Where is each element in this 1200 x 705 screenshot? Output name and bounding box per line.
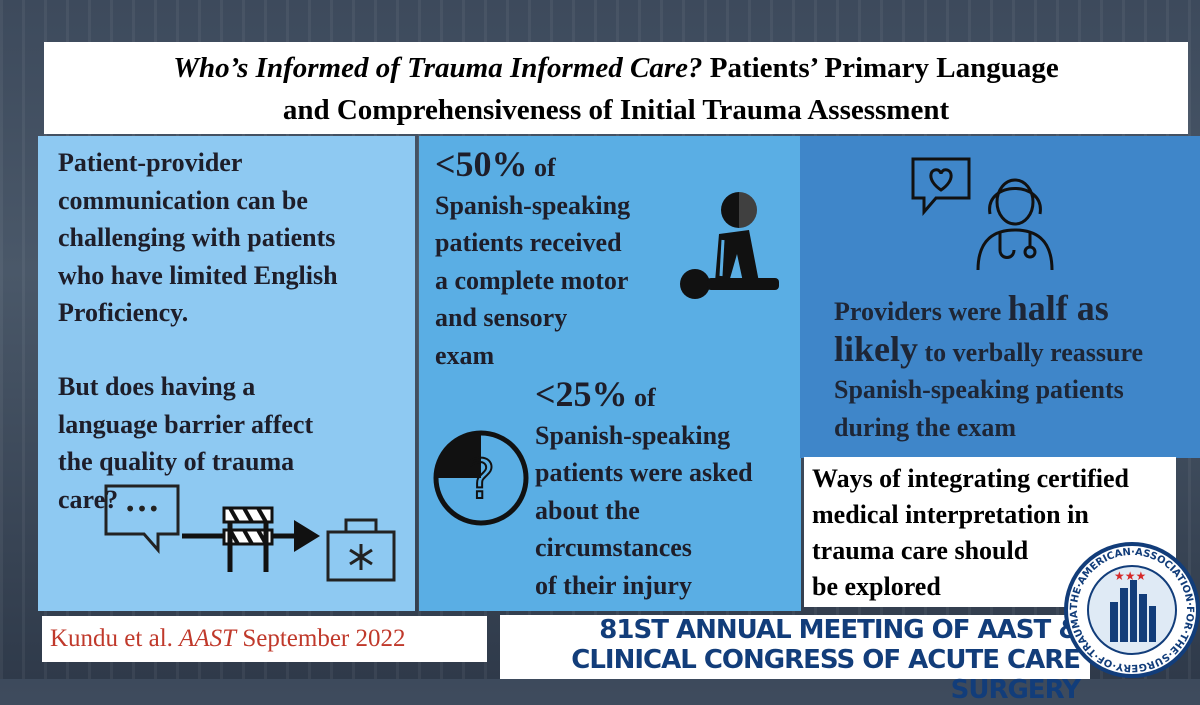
- aast-seal-icon: ★★★ THE·AMERICAN·ASSOCIATION·FOR·THE·SUR…: [1064, 542, 1200, 678]
- reassure-b: to verbally reassure: [918, 337, 1144, 367]
- stat-circumstances-line: of their injury: [535, 570, 692, 600]
- intro-line: who have limited English: [58, 260, 338, 290]
- reassure-line: Spanish-speaking patients: [834, 375, 1124, 404]
- chat-bubble-icon: •••: [104, 484, 180, 554]
- stat-exam-value: <50%: [435, 144, 528, 184]
- reassure-half-as: half as: [1007, 288, 1109, 328]
- title-rest: Patients’ Primary Language: [702, 52, 1059, 84]
- question-line: But does having a: [58, 372, 256, 401]
- stat-circumstances-value: <25%: [535, 374, 628, 414]
- question-line: the quality of trauma: [58, 447, 295, 476]
- title-line2: and Comprehensiveness of Initial Trauma …: [282, 94, 950, 126]
- citation-journal: AAST: [179, 625, 237, 652]
- middle-panel: <50% of Spanish-speaking patients receiv…: [419, 136, 801, 611]
- intro-line: Patient-provider: [58, 148, 243, 177]
- stat-exam-line: exam: [435, 340, 495, 370]
- meeting-line1: 81ST ANNUAL MEETING OF AAST &: [599, 615, 1081, 645]
- question-circle-icon: ?: [433, 430, 529, 526]
- intro-paragraph: Patient-provider communication can be ch…: [58, 144, 338, 332]
- meeting-banner: 81ST ANNUAL MEETING OF AAST & CLINICAL C…: [500, 615, 1090, 705]
- intro-line: challenging with patients: [58, 223, 336, 252]
- stat-exam-line: patients received: [435, 228, 622, 257]
- intro-line: Proficiency.: [58, 298, 189, 327]
- stat-exam-line: and sensory: [435, 303, 568, 332]
- stat-circumstances-of: of: [634, 383, 656, 412]
- left-panel: Patient-provider communication can be ch…: [38, 136, 415, 611]
- stat-circumstances-line: patients were asked: [535, 458, 753, 487]
- reassure-likely: likely: [834, 328, 919, 369]
- page-title: Who’s Informed of Trauma Informed Care? …: [44, 42, 1188, 134]
- cpr-icon: [680, 192, 779, 299]
- roadblock-arrow-icon: [182, 506, 320, 572]
- question-mark: ?: [467, 448, 496, 511]
- stat-circumstances-line: about the: [535, 495, 640, 525]
- stat-exam-of: of: [534, 153, 556, 182]
- reassure-block: Providers were half as likely to verball…: [834, 288, 1144, 446]
- conclusion-line: Ways of integrating certified: [812, 464, 1129, 493]
- question-paragraph: But does having a language barrier affec…: [58, 368, 313, 518]
- conclusion-text: Ways of integrating certified medical in…: [812, 461, 1129, 605]
- reassure-a: Providers were: [834, 297, 1008, 326]
- stat-circumstances-block: <25% of Spanish-speaking patients were a…: [535, 374, 753, 604]
- meeting-line2: CLINICAL CONGRESS OF ACUTE CARE SURGERY: [571, 645, 1081, 705]
- stat-circumstances-line: circumstances: [535, 533, 692, 562]
- heart-chat-icon: [911, 157, 971, 217]
- stat-exam-line: Spanish-speaking: [435, 190, 631, 220]
- question-line: care?: [58, 484, 119, 514]
- citation-date: September 2022: [236, 625, 406, 652]
- stat-exam-line: a complete motor: [435, 265, 629, 295]
- conclusion-line: trauma care should: [812, 536, 1029, 565]
- stat-circumstances-line: Spanish-speaking: [535, 420, 731, 450]
- svg-text:★★★: ★★★: [1114, 569, 1146, 583]
- intro-line: communication can be: [58, 185, 308, 215]
- reassure-line: during the exam: [834, 412, 1016, 442]
- conclusion-line: be explored: [812, 572, 941, 601]
- conclusion-line: medical interpretation in: [812, 500, 1089, 529]
- question-line: language barrier affect: [58, 409, 314, 439]
- doctor-icon: [976, 178, 1054, 271]
- ellipsis-text: •••: [124, 497, 159, 521]
- citation: Kundu et al. AAST September 2022: [42, 616, 487, 662]
- citation-author: Kundu et al.: [50, 625, 180, 652]
- right-panel: Providers were half as likely to verball…: [800, 136, 1200, 458]
- stat-exam-block: <50% of Spanish-speaking patients receiv…: [435, 144, 631, 374]
- medical-kit-icon: [326, 518, 396, 582]
- title-italic: Who’s Informed of Trauma Informed Care?: [173, 52, 703, 84]
